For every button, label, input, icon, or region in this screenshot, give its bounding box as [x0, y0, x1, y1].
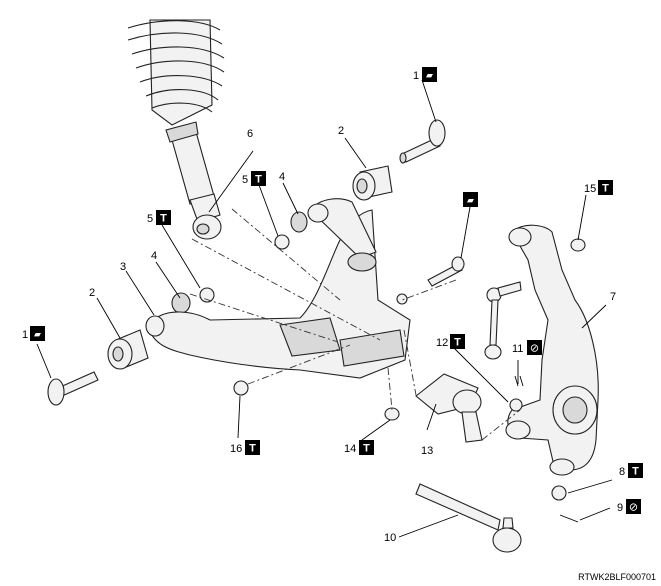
callout-2-left: 2	[89, 287, 95, 299]
callout-10: 10	[384, 532, 396, 544]
callout-13: 13	[421, 445, 433, 457]
knuckle-nut	[570, 238, 586, 252]
svg-text:T: T	[249, 443, 256, 455]
torque-icon	[598, 180, 613, 195]
ball-joint	[415, 373, 483, 443]
ball-joint-nut-knuckle	[509, 398, 523, 412]
callout-2-top: 2	[338, 125, 344, 137]
torque-icon	[628, 463, 643, 478]
svg-text:T: T	[363, 443, 370, 455]
leader-lines	[36, 79, 613, 538]
svg-text:11: 11	[512, 343, 523, 355]
top-bolt	[427, 256, 465, 287]
figure-code: RTWK2BLF000701	[578, 572, 656, 582]
svg-text:⊘: ⊘	[629, 501, 638, 514]
cotter-pin-lower	[559, 514, 579, 523]
svg-text:▰: ▰	[34, 330, 41, 340]
torque-icon	[450, 334, 465, 349]
svg-text:12: 12	[436, 337, 448, 349]
callout-7: 7	[610, 291, 616, 303]
upper-bushing	[352, 165, 393, 201]
callout-grease-bolt: ▰	[463, 192, 478, 207]
upper-bolt	[399, 119, 446, 164]
cotter-pin-upper	[514, 375, 524, 387]
svg-text:⊘: ⊘	[530, 342, 539, 355]
washer-upper	[290, 211, 308, 233]
svg-text:▰: ▰	[467, 196, 474, 206]
lower-bushing	[107, 329, 149, 370]
svg-text:T: T	[632, 466, 639, 478]
svg-text:T: T	[160, 213, 167, 225]
callout-15: 15 T	[584, 180, 613, 195]
callout-14: 14 T	[344, 440, 374, 455]
svg-text:▰: ▰	[426, 71, 433, 81]
lower-control-arm	[145, 198, 411, 379]
callout-1-left: 1 ▰	[22, 326, 45, 341]
callout-11: 11 ⊘	[512, 340, 542, 355]
callout-12: 12 T	[436, 334, 465, 349]
callout-5-top: 5 T	[242, 171, 266, 186]
svg-text:9: 9	[617, 502, 623, 514]
nut-lower	[199, 287, 215, 303]
center-bolt	[396, 293, 408, 305]
lower-bolt	[47, 371, 99, 406]
svg-text:1: 1	[22, 329, 28, 341]
grease-icon	[463, 192, 478, 207]
grease-icon	[422, 67, 437, 82]
arm-nut	[233, 380, 249, 396]
callout-9: 9 ⊘	[617, 499, 641, 514]
svg-text:T: T	[602, 183, 609, 195]
no-reuse-icon	[626, 499, 641, 514]
tie-rod-nut	[551, 485, 567, 501]
callout-5-left: 5 T	[147, 210, 171, 225]
torque-icon	[156, 210, 171, 225]
callout-16: 16 T	[230, 440, 260, 455]
assembly-lines	[189, 208, 521, 441]
grease-icon	[30, 326, 45, 341]
svg-text:1: 1	[413, 70, 419, 82]
nut-upper	[274, 234, 290, 250]
callout-1-top: 1 ▰	[413, 67, 437, 82]
torque-icon	[359, 440, 374, 455]
tie-rod-end	[415, 483, 522, 553]
svg-text:5: 5	[242, 174, 248, 186]
no-reuse-icon	[527, 340, 542, 355]
torque-icon	[251, 171, 266, 186]
callout-3: 3	[120, 261, 126, 273]
svg-text:16: 16	[230, 443, 242, 455]
svg-text:5: 5	[147, 213, 153, 225]
callout-8: 8 T	[619, 463, 643, 478]
svg-text:14: 14	[344, 443, 356, 455]
shock-absorber	[165, 121, 222, 240]
stabilizer-link	[484, 281, 522, 360]
callout-6: 6	[247, 128, 253, 140]
callout-4-left: 4	[151, 250, 157, 262]
callout-4-top: 4	[279, 171, 285, 183]
steering-knuckle	[505, 224, 599, 476]
torque-icon	[245, 440, 260, 455]
washer-lower	[171, 292, 191, 314]
svg-text:8: 8	[619, 466, 625, 478]
svg-text:15: 15	[584, 183, 596, 195]
coil-spring	[127, 19, 225, 126]
svg-text:T: T	[255, 174, 262, 186]
svg-text:T: T	[454, 337, 461, 349]
